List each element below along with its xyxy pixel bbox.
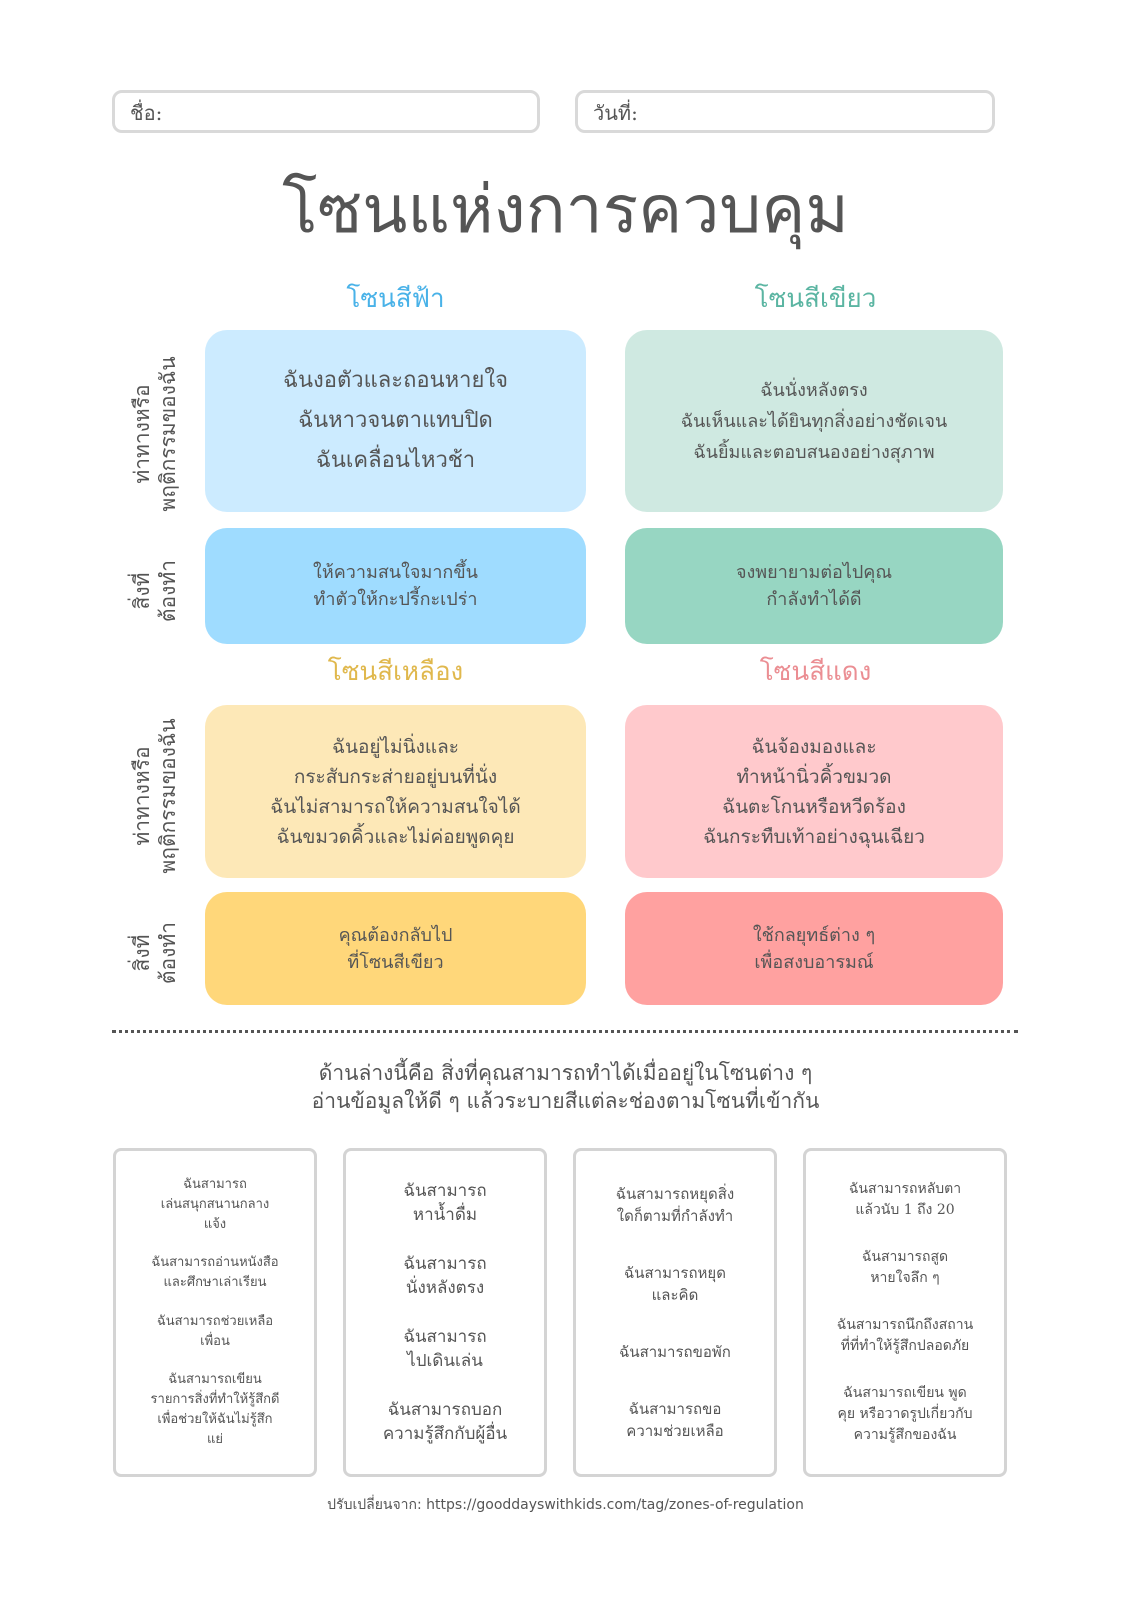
yellow-zone-title: โซนสีเหลือง (327, 657, 464, 687)
red-action-panel: ใช้กลยุทธ์ต่าง ๆ เพื่อสงบอารมณ์ (625, 892, 1003, 1005)
blue-zone-title: โซนสีฟ้า (346, 284, 445, 314)
card-2-item-3: ฉันสามารถ ไปเดินเล่น (403, 1327, 487, 1372)
activity-card-3: ฉันสามารถหยุดสิ่ง ใดก็ตามที่กำลังทำ ฉันส… (573, 1148, 777, 1477)
yellow-behavior-panel: ฉันอยู่ไม่นิ่งและ กระสับกระส่ายอยู่บนที่… (205, 705, 586, 878)
instruction-line-1: ด้านล่างนี้คือ สิ่งที่คุณสามารถทำได้เมื่… (318, 1061, 813, 1085)
behavior-label-top: ท่าทางหรือ พฤติกรรมของฉัน (130, 356, 180, 512)
red-zone-title: โซนสีแดง (759, 657, 872, 687)
yellow-behavior-text: ฉันอยู่ไม่นิ่งและ กระสับกระส่ายอยู่บนที่… (270, 735, 521, 848)
card-1-item-2: ฉันสามารถอ่านหนังสือ และศึกษาเล่าเรียน (151, 1255, 279, 1291)
green-action-text: จงพยายามต่อไปคุณ กำลังทำได้ดี (735, 562, 893, 610)
card-1-item-4: ฉันสามารถเขียน รายการสิ่งที่ทำให้รู้สึกด… (150, 1371, 280, 1447)
card-4-item-3: ฉันสามารถนึกถึงสถาน ที่ที่ทำให้รู้สึกปลอ… (836, 1317, 974, 1354)
card-4-item-4: ฉันสามารถเขียน พูด คุย หรือวาดรูปเกี่ยวก… (837, 1385, 973, 1443)
activity-card-4: ฉันสามารถหลับตา แล้วนับ 1 ถึง 20 ฉันสามา… (803, 1148, 1007, 1477)
card-2-item-1: ฉันสามารถ หาน้ำดื่ม (403, 1180, 487, 1225)
card-3-item-1: ฉันสามารถหยุดสิ่ง ใดก็ตามที่กำลังทำ (615, 1185, 735, 1226)
card-3-item-3: ฉันสามารถขอพัก (619, 1342, 731, 1361)
card-3-item-2: ฉันสามารถหยุด และคิด (624, 1264, 726, 1305)
red-behavior-panel: ฉันจ้องมองและ ทำหน้านิ่วคิ้วขมวด ฉันตะโก… (625, 705, 1003, 878)
blue-action-text: ให้ความสนใจมากขึ้น ทำตัวให้กะปรี้กะเปร่า (313, 562, 478, 610)
page-title: โซนแห่งการควบคุม (282, 171, 849, 248)
blue-behavior-text: ฉันงอตัวและถอนหายใจ ฉันหาวจนตาแทบปิด ฉัน… (282, 368, 509, 473)
yellow-action-text: คุณต้องกลับไป ที่โซนสีเขียว (338, 924, 453, 973)
name-label: ชื่อ: (130, 101, 163, 125)
blue-behavior-panel: ฉันงอตัวและถอนหายใจ ฉันหาวจนตาแทบปิด ฉัน… (205, 330, 586, 512)
action-label-top: สิ่งที่ ต้องทำ (130, 559, 180, 623)
card-4-item-2: ฉันสามารถสูด หายใจลึก ๆ (861, 1249, 949, 1286)
source-credit: ปรับเปลี่ยนจาก: https://gooddayswithkids… (327, 1497, 804, 1513)
date-label: วันที่: (593, 101, 638, 125)
card-4-item-1: ฉันสามารถหลับตา แล้วนับ 1 ถึง 20 (848, 1181, 962, 1218)
name-field[interactable]: ชื่อ: (112, 90, 540, 133)
blue-action-panel: ให้ความสนใจมากขึ้น ทำตัวให้กะปรี้กะเปร่า (205, 528, 586, 644)
green-action-panel: จงพยายามต่อไปคุณ กำลังทำได้ดี (625, 528, 1003, 644)
activity-card-2: ฉันสามารถ หาน้ำดื่ม ฉันสามารถ นั่งหลังตร… (343, 1148, 547, 1477)
green-behavior-panel: ฉันนั่งหลังตรง ฉันเห็นและได้ยินทุกสิ่งอย… (625, 330, 1003, 512)
card-1-item-1: ฉันสามารถ เล่นสนุกสนานกลาง แจ้ง (160, 1177, 270, 1233)
yellow-action-panel: คุณต้องกลับไป ที่โซนสีเขียว (205, 892, 586, 1005)
card-2-item-2: ฉันสามารถ นั่งหลังตรง (403, 1253, 487, 1298)
action-label-bottom: สิ่งที่ ต้องทำ (130, 921, 180, 985)
activity-card-1: ฉันสามารถ เล่นสนุกสนานกลาง แจ้ง ฉันสามาร… (113, 1148, 317, 1477)
red-action-text: ใช้กลยุทธ์ต่าง ๆ เพื่อสงบอารมณ์ (752, 924, 876, 973)
card-2-item-4: ฉันสามารถบอก ความรู้สึกกับผู้อื่น (382, 1400, 508, 1445)
instruction-line-2: อ่านข้อมูลให้ดี ๆ แล้วระบายสีแต่ละช่องตา… (311, 1089, 820, 1113)
green-zone-title: โซนสีเขียว (754, 284, 877, 314)
green-behavior-text: ฉันนั่งหลังตรง ฉันเห็นและได้ยินทุกสิ่งอย… (680, 379, 948, 463)
red-behavior-text: ฉันจ้องมองและ ทำหน้านิ่วคิ้วขมวด ฉันตะโก… (703, 735, 925, 848)
date-field[interactable]: วันที่: (575, 90, 995, 133)
behavior-label-bottom: ท่าทางหรือ พฤติกรรมของฉัน (130, 718, 180, 874)
card-3-item-4: ฉันสามารถขอ ความช่วยเหลือ (626, 1399, 724, 1440)
section-divider (112, 1030, 1018, 1033)
card-1-item-3: ฉันสามารถช่วยเหลือ เพื่อน (156, 1313, 274, 1349)
